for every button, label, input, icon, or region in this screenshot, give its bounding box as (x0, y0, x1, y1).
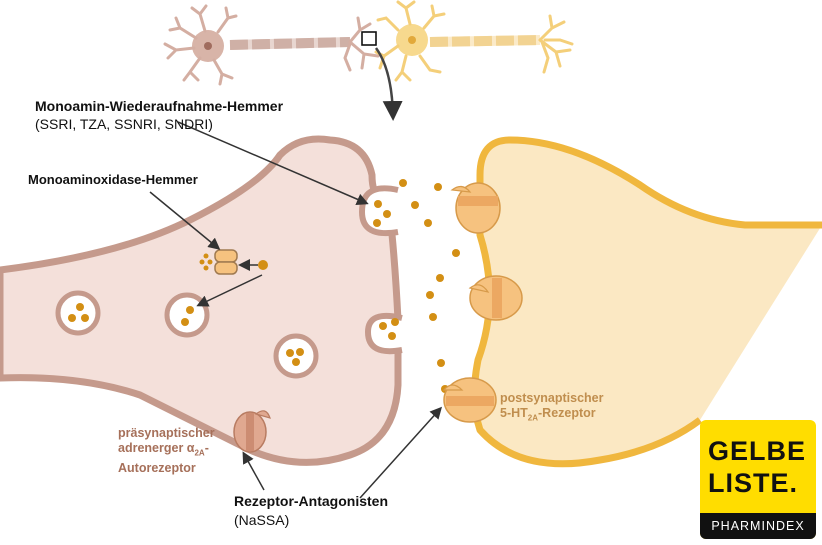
presyn-line2: adrenerger α2A- (118, 441, 215, 461)
zoom-box (361, 31, 377, 46)
presyn-line3: Autorezeptor (118, 460, 196, 475)
presynaptic-neuron-small (163, 4, 380, 86)
synaptic-cleft-molecules (399, 179, 460, 393)
logo-line1: GELBE (708, 436, 807, 466)
vesicle (164, 292, 210, 338)
antagonist-class: (NaSSA) (234, 512, 290, 528)
antagonist-to-5ht2a-arrow (359, 406, 443, 499)
presynaptic-autoreceptor-label: präsynaptischer adrenerger α2A- Autoreze… (118, 426, 215, 476)
zoom-arrow (374, 47, 403, 121)
postsynaptic-receptor (468, 275, 523, 321)
presyn-line2-end: - (204, 441, 209, 455)
mao-inhibitor-label: Monoaminoxidase-Hemmer (28, 172, 198, 187)
vesicle (273, 333, 319, 379)
postsynaptic-neuron-small (374, 0, 574, 82)
presyn-line2-text: adrenerger α (118, 441, 195, 455)
postsynaptic-5ht2a-receptor (442, 377, 497, 423)
logo-line2: LISTE. (708, 468, 799, 498)
postsyn-line1: postsynaptischer (500, 391, 604, 405)
reuptake-arrow (177, 121, 369, 205)
vesicle (55, 290, 101, 336)
vesicle-arrow (196, 274, 263, 307)
reuptake-inhibitor-label: Monoamin-Wiederaufnahme-Hemmer (35, 98, 284, 114)
mao-arrow (149, 191, 221, 250)
gelbe-liste-logo: GELBE LISTE. PHARMINDEX (700, 420, 816, 539)
postsynaptic-receptor-label: postsynaptischer 5-HT2A-Rezeptor (500, 391, 604, 426)
postsyn-line2: 5-HT2A-Rezeptor (500, 406, 604, 426)
reuptake-inhibitor-classes: (SSRI, TZA, SSNRI, SNDRI) (35, 116, 213, 132)
postsynaptic-receptor (450, 182, 501, 234)
postsyn-line2-text: 5-HT (500, 406, 528, 420)
reuptake-pocket (358, 185, 399, 236)
antagonist-to-autoreceptor-arrow (242, 451, 265, 491)
neuron-overview (163, 0, 574, 121)
antagonist-label: Rezeptor-Antagonisten (234, 493, 388, 509)
logo-pharmindex: PHARMINDEX (700, 513, 816, 539)
presyn-line1: präsynaptischer (118, 426, 215, 440)
monoamine-molecule (258, 260, 268, 270)
release-pocket (364, 312, 403, 355)
mao-enzyme (199, 249, 268, 275)
presyn-line2-sub: 2A (194, 448, 205, 458)
postsyn-line2-end: -Rezeptor (538, 406, 596, 420)
postsyn-line2-sub: 2A (527, 413, 539, 423)
